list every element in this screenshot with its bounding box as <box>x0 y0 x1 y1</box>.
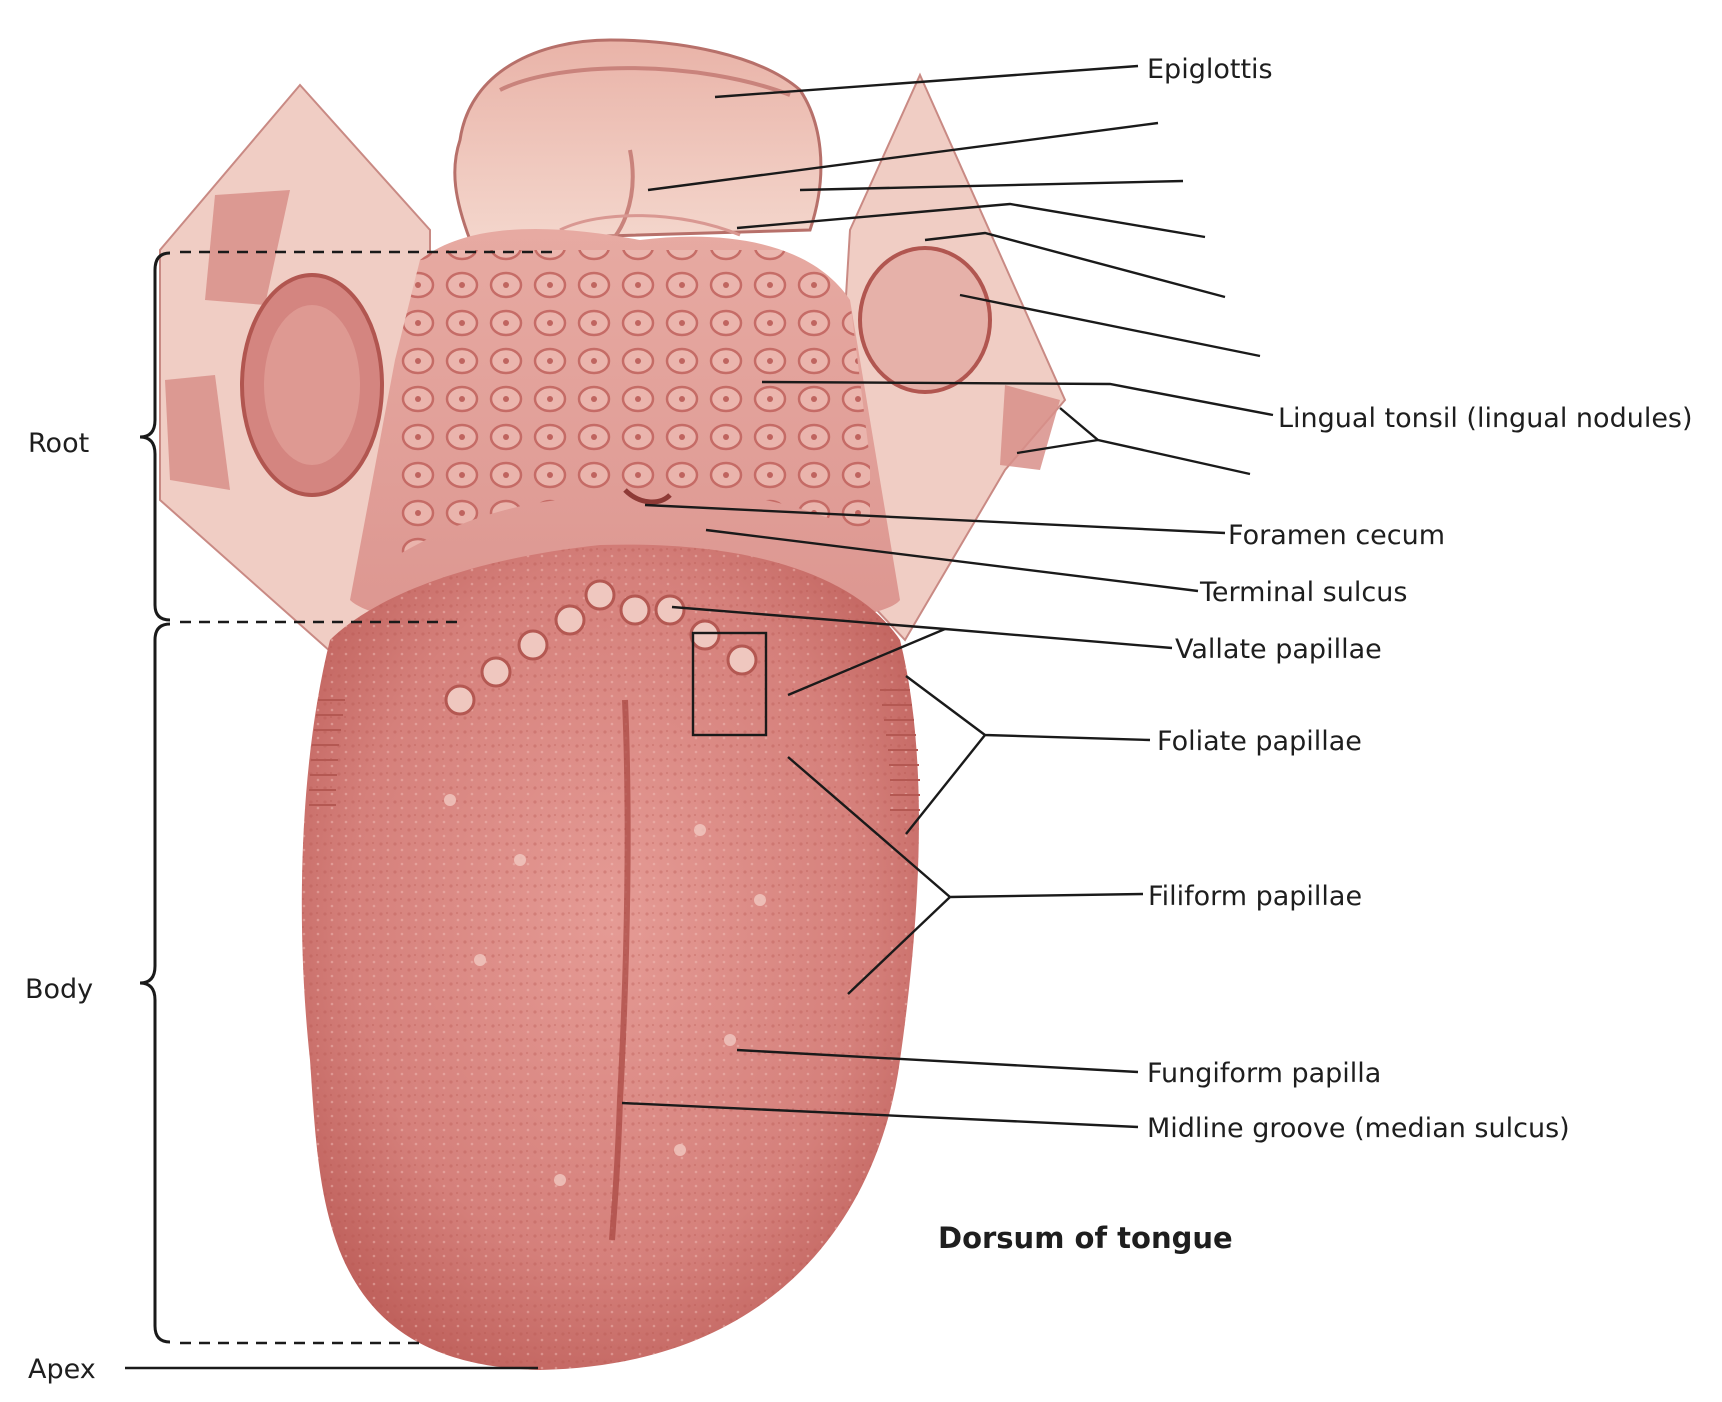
inset-box <box>691 631 768 737</box>
region-apex-label: Apex <box>28 1354 96 1385</box>
vallate-papillae-row <box>444 579 758 716</box>
tongue-illustration <box>159 38 1067 1370</box>
leader-lines <box>621 64 1274 1129</box>
region-body-label: Body <box>25 974 93 1005</box>
left-cut-section <box>205 190 290 305</box>
leader-unlabeled-3 <box>736 202 1206 239</box>
leader-unlabeled-6b <box>1016 438 1099 455</box>
leader-foliate-papillae-b <box>905 734 986 835</box>
leader-unlabeled-4 <box>924 231 1226 299</box>
leader-foramen-cecum <box>644 503 1226 535</box>
leader-unlabeled-1 <box>647 121 1159 192</box>
leader-fungiform-papilla <box>736 1048 1139 1074</box>
label-foramen-cecum: Foramen cecum <box>1228 520 1445 551</box>
fungiform-dots <box>444 794 766 1186</box>
leader-foliate-papillae <box>905 675 1151 742</box>
leader-unlabeled-2 <box>799 179 1184 192</box>
leader-epiglottis <box>714 64 1139 99</box>
region-root-label: Root <box>28 428 89 459</box>
leader-filiform-papillae-b <box>847 896 951 995</box>
label-filiform-papillae: Filiform papillae <box>1148 881 1362 912</box>
leader-vallate-papillae-b <box>787 627 946 697</box>
region-markers <box>125 250 560 1370</box>
figure-title: Dorsum of tongue <box>938 1221 1233 1255</box>
label-terminal-sulcus: Terminal sulcus <box>1199 577 1407 608</box>
label-vallate-papillae: Vallate papillae <box>1175 634 1382 665</box>
epiglottis-shape <box>453 38 823 242</box>
label-fungiform-papilla: Fungiform papilla <box>1147 1058 1381 1089</box>
leader-terminal-sulcus <box>705 528 1199 593</box>
leader-lingual-tonsil <box>761 380 1274 417</box>
label-midline-groove: Midline groove (median sulcus) <box>1147 1113 1570 1144</box>
label-lingual-tonsil: Lingual tonsil (lingual nodules) <box>1278 403 1693 434</box>
right-palatine-tonsil <box>858 246 992 394</box>
body-brace <box>139 622 171 1344</box>
midline-groove-line <box>609 699 631 1241</box>
label-foliate-papillae: Foliate papillae <box>1157 726 1362 757</box>
foramen-cecum-pit <box>623 488 672 505</box>
leader-unlabeled-5 <box>959 293 1261 358</box>
foliate-ridges-left <box>309 699 345 806</box>
label-epiglottis: Epiglottis <box>1147 54 1273 85</box>
foliate-ridges-right <box>880 689 920 811</box>
left-cut-section-lower <box>165 375 230 490</box>
root-brace <box>139 251 171 622</box>
leader-midline-groove <box>621 1101 1139 1129</box>
right-cut-section <box>1000 385 1060 470</box>
